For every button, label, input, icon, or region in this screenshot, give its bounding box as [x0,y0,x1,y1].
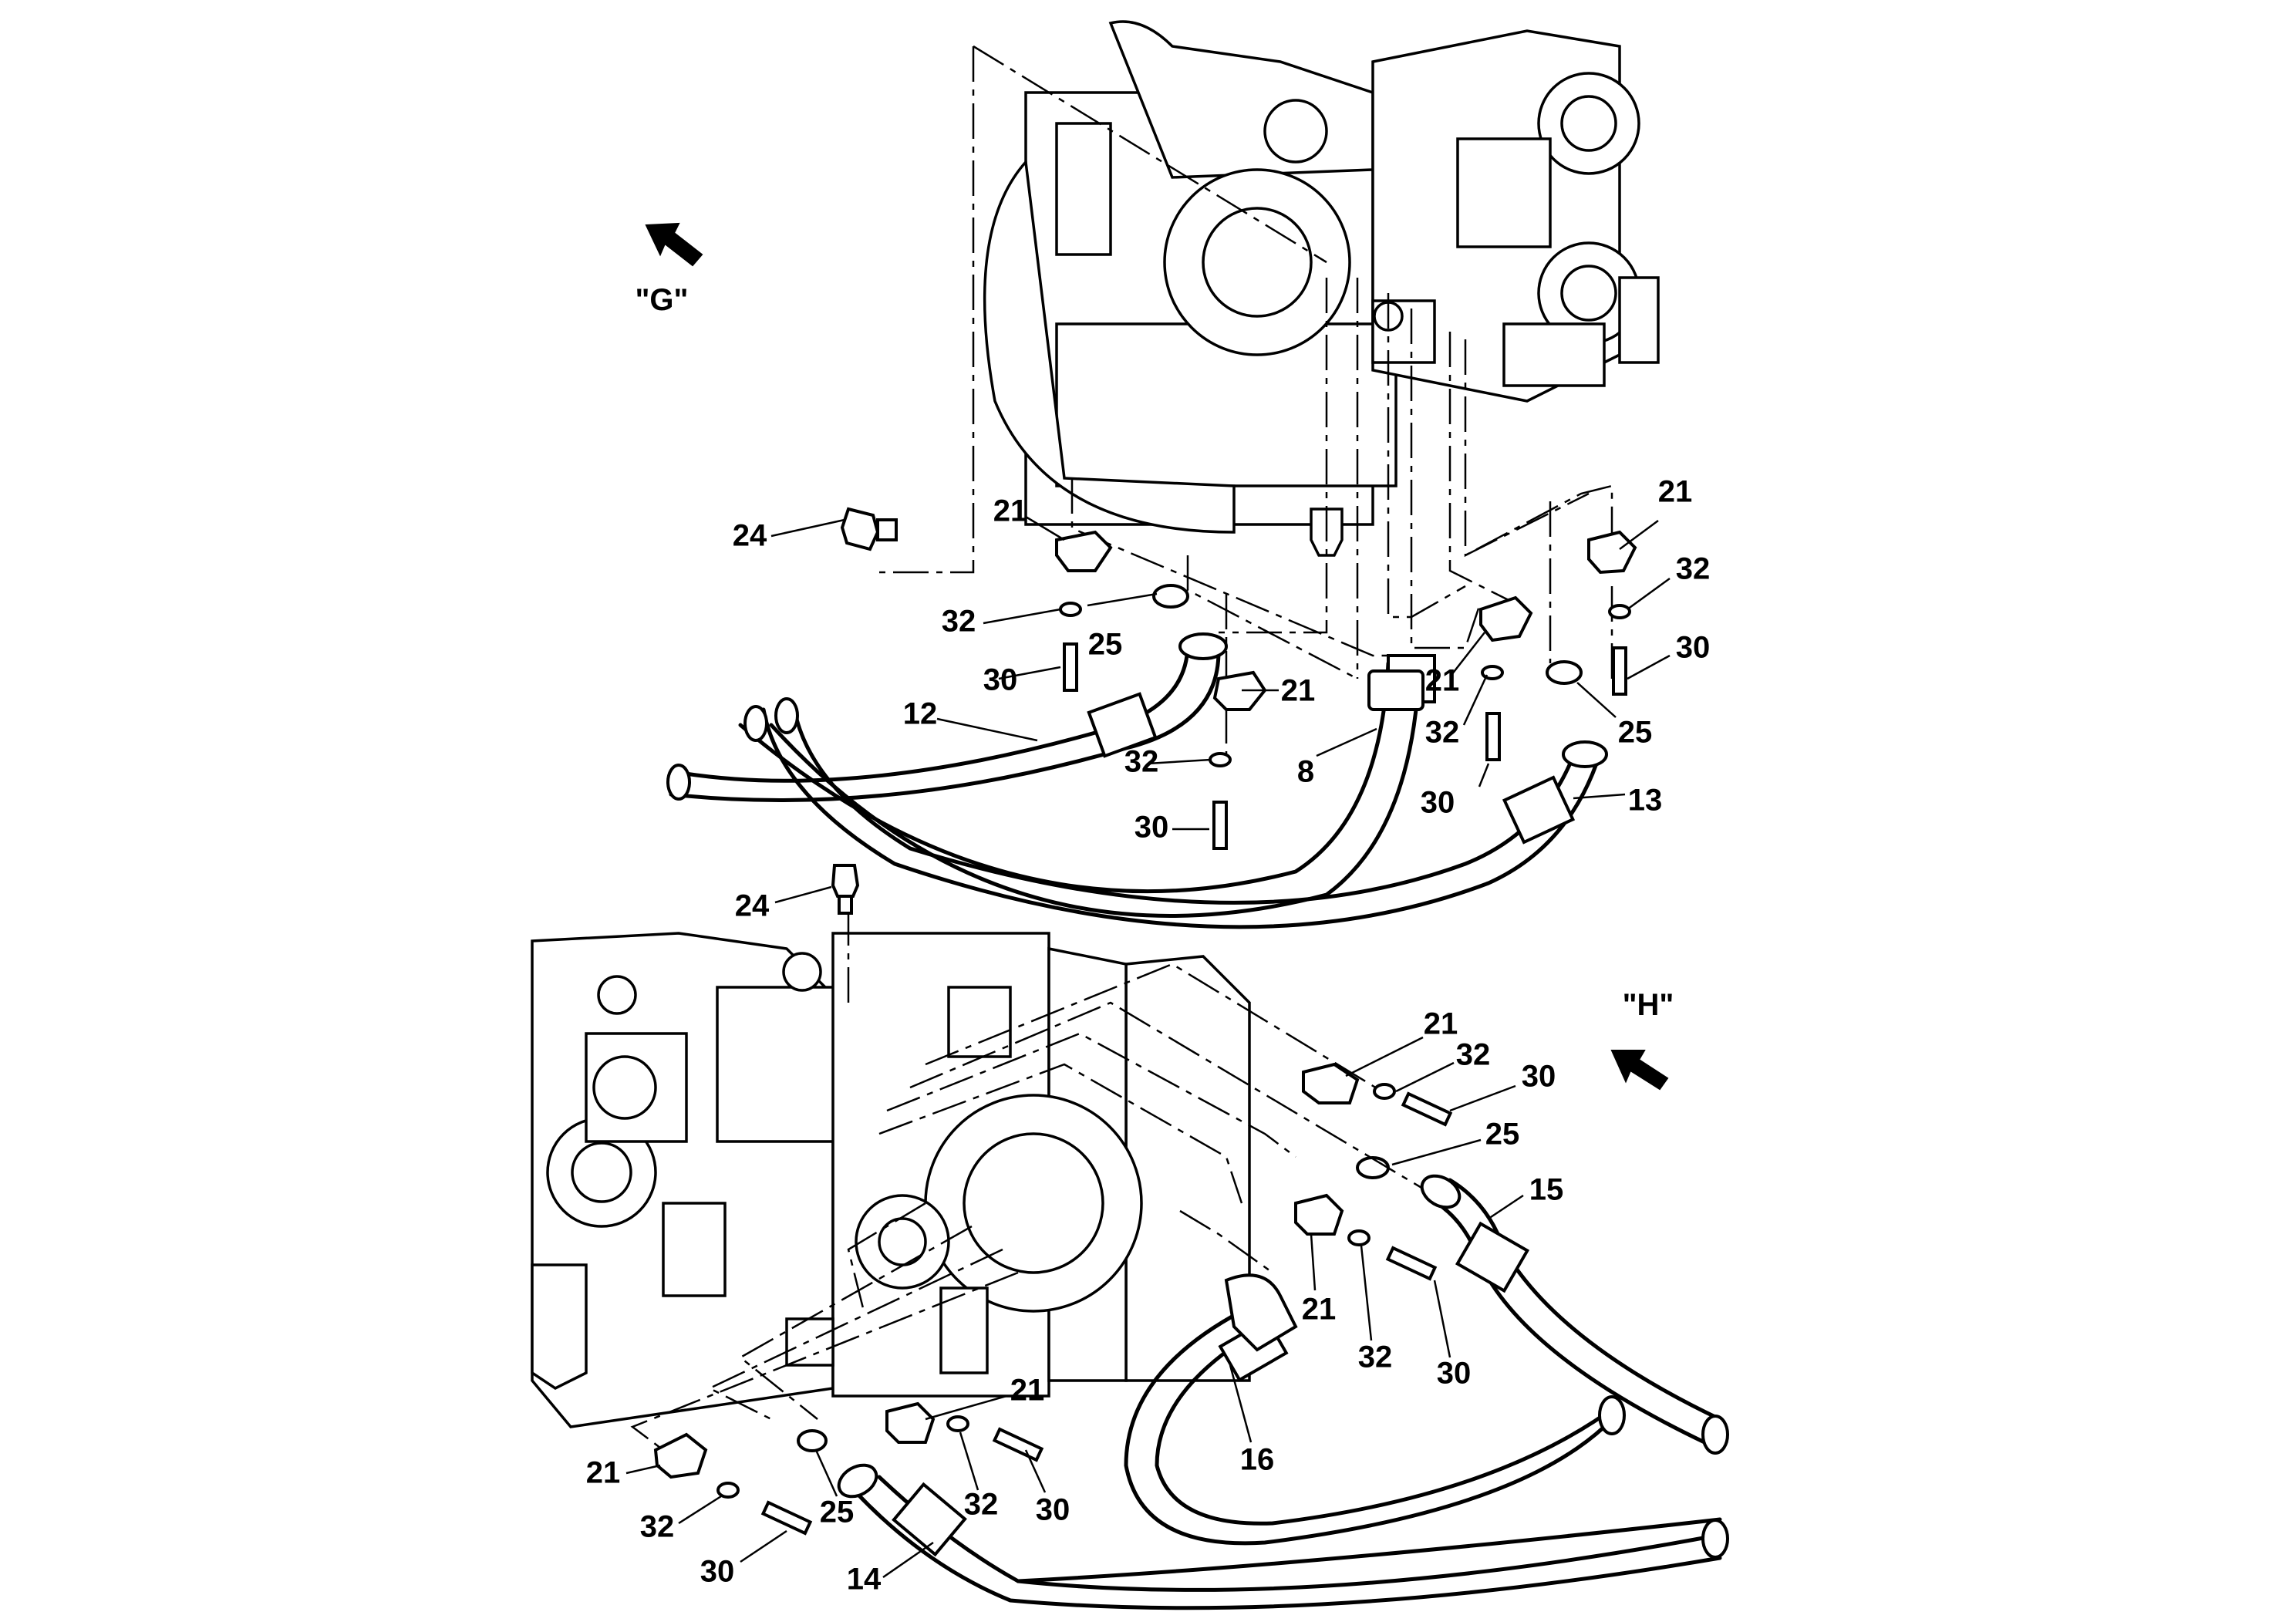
flange-clamp-icon [1587,530,1637,575]
view-direction-arrow-icon [1610,1050,1669,1091]
callout-21: 21 [1424,1007,1458,1041]
top-callout-leaders [770,515,1671,831]
callout-32: 32 [1456,1038,1491,1072]
callout-13: 13 [1628,784,1663,818]
callout-15: 15 [1529,1173,1564,1207]
plug-fitting-icon [831,864,860,898]
flange-clamp-icon [885,1401,936,1444]
callout-21: 21 [1425,664,1460,698]
callout-30: 30 [1437,1357,1472,1391]
top-hoses [666,632,1608,929]
callout-12: 12 [903,697,938,731]
plug-fitting-icon [840,507,880,551]
callout-25: 25 [1088,628,1123,662]
view-direction-arrow-icon [645,222,703,267]
callout-32: 32 [964,1488,999,1522]
callout-30: 30 [1676,631,1711,665]
flange-clamp-icon [1055,530,1113,572]
view-marker-g: "G" [635,222,703,317]
callout-16: 16 [1240,1443,1275,1477]
bottom-callout-leaders [625,885,1524,1579]
bottom-callouts: 24 21 32 30 25 15 21 32 30 16 21 32 30 2… [586,889,1564,1597]
callout-21: 21 [586,1456,621,1490]
callout-30: 30 [1421,786,1455,820]
view-marker-h: "H" [1610,988,1674,1091]
callout-32: 32 [1676,552,1711,586]
top-callouts: 24 21 32 25 30 12 21 32 30 8 21 32 30 25… [733,475,1711,845]
flange-clamp-icon [1212,670,1267,711]
callout-25: 25 [1485,1118,1520,1152]
callout-24: 24 [733,519,767,553]
callout-32: 32 [942,605,976,639]
callout-8: 8 [1297,755,1314,789]
flange-clamp-icon [653,1432,708,1479]
callout-21: 21 [993,494,1028,528]
callout-25: 25 [1618,716,1653,750]
callout-21: 21 [1302,1293,1337,1327]
callout-30: 30 [700,1555,735,1589]
callout-24: 24 [735,889,770,923]
callout-30: 30 [983,663,1018,697]
bottom-fittings [653,864,1453,1536]
callout-32: 32 [1425,716,1460,750]
bottom-hoses [837,1174,1729,1610]
callout-30: 30 [1135,811,1169,845]
callout-30: 30 [1036,1493,1070,1527]
callout-32: 32 [640,1510,675,1544]
bottom-leader-lines [630,910,1435,1474]
transmission-housing-top [983,20,1660,557]
callout-32: 32 [1124,745,1159,779]
view-label-h: "H" [1623,988,1674,1022]
top-leader-lines [875,45,1613,764]
callout-32: 32 [1358,1340,1393,1374]
view-label-g: "G" [635,283,688,317]
flange-clamp-icon [1302,1062,1360,1104]
callout-30: 30 [1522,1060,1556,1094]
flange-clamp-icon [1294,1193,1344,1236]
callout-21: 21 [1010,1374,1045,1408]
callout-21: 21 [1658,475,1693,509]
bottom-assembly: 24 21 32 30 25 15 21 32 30 16 21 32 30 2… [531,864,1729,1610]
flange-clamp-icon [1479,595,1533,642]
callout-14: 14 [847,1563,882,1597]
callout-25: 25 [820,1496,855,1529]
top-fittings [840,507,1637,850]
transmission-housing-bottom [531,932,1251,1428]
callout-21: 21 [1281,674,1316,708]
top-assembly: 24 21 32 25 30 12 21 32 30 8 21 32 30 25… [666,20,1711,929]
